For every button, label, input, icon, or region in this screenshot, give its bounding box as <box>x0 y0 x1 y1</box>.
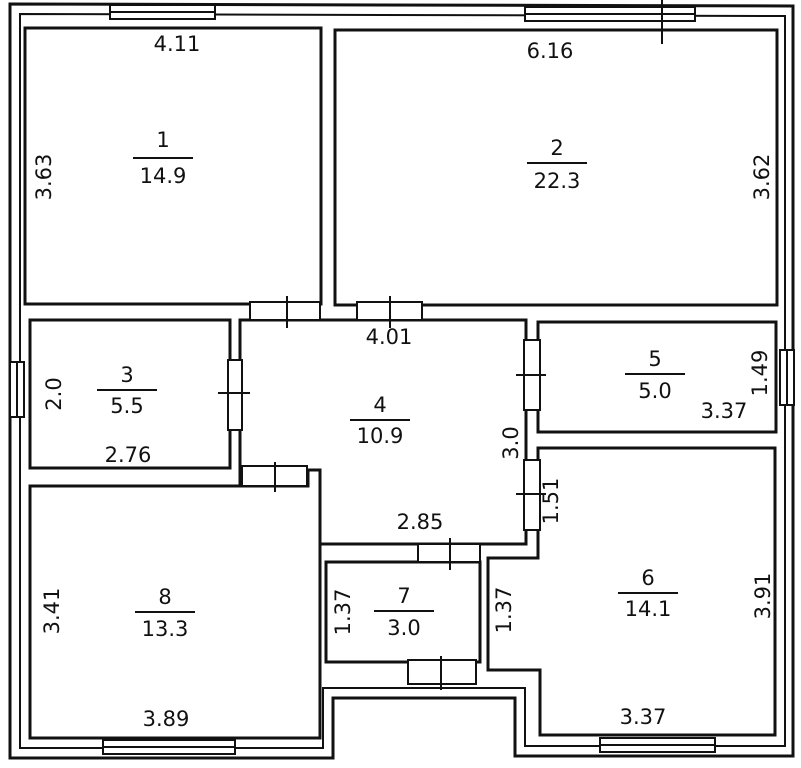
room-labels: 1 14.9 2 22.3 3 5.5 4 10.9 5 5.0 6 14.1 … <box>97 128 685 641</box>
room4-bottom-dim: 2.85 <box>397 510 444 534</box>
room-7-area: 3.0 <box>387 616 420 640</box>
room3-width-dim: 2.76 <box>105 443 152 467</box>
room-8 <box>28 468 322 740</box>
room-2-area: 22.3 <box>534 169 581 193</box>
room-1 <box>23 26 323 306</box>
room-5-area: 5.0 <box>638 379 671 403</box>
room-8-number: 8 <box>158 585 171 609</box>
room-4-number: 4 <box>373 393 386 417</box>
room-2 <box>333 28 779 307</box>
windows <box>9 4 795 755</box>
room-5 <box>536 320 778 434</box>
room-4-area: 10.9 <box>357 424 404 448</box>
room-6-area: 14.1 <box>625 597 672 621</box>
room4-width-dim: 4.01 <box>366 325 413 349</box>
room-1-area: 14.9 <box>140 164 187 188</box>
room-5-number: 5 <box>648 347 661 371</box>
room6-left-side-dim: 1.37 <box>492 587 516 634</box>
door-room1 <box>249 301 321 321</box>
room5-height-dim: 1.49 <box>748 350 772 397</box>
room3-height-dim: 2.0 <box>42 377 66 410</box>
door-room3 <box>227 359 243 431</box>
room1-height-dim: 3.63 <box>32 154 56 201</box>
room5-width-dim: 3.37 <box>701 399 748 423</box>
room-2-number: 2 <box>550 136 563 160</box>
room-7-number: 7 <box>397 584 410 608</box>
room8-width-dim: 3.89 <box>143 707 190 731</box>
room6-height-dim: 3.91 <box>751 573 775 620</box>
room-8-area: 13.3 <box>142 617 189 641</box>
room6-width-dim: 3.37 <box>620 705 667 729</box>
room6-top-side-dim: 1.51 <box>539 478 563 525</box>
room8-height-dim: 3.41 <box>40 588 64 635</box>
room7-height-dim: 1.37 <box>331 589 355 636</box>
room-3-number: 3 <box>120 363 133 387</box>
room-1-number: 1 <box>156 128 169 152</box>
room2-width-dim: 6.16 <box>527 39 574 63</box>
room-6-number: 6 <box>641 566 654 590</box>
dimension-labels: 4.11 6.16 4.01 2.76 3.37 2.85 3.89 3.37 … <box>32 32 775 731</box>
room2-height-dim: 3.62 <box>750 154 774 201</box>
doors <box>218 0 663 690</box>
room1-width-dim: 4.11 <box>154 32 201 56</box>
room4-height-dim: 3.0 <box>499 426 523 459</box>
room-3-area: 5.5 <box>110 394 143 418</box>
room-6 <box>486 446 777 737</box>
room-3 <box>28 318 232 470</box>
